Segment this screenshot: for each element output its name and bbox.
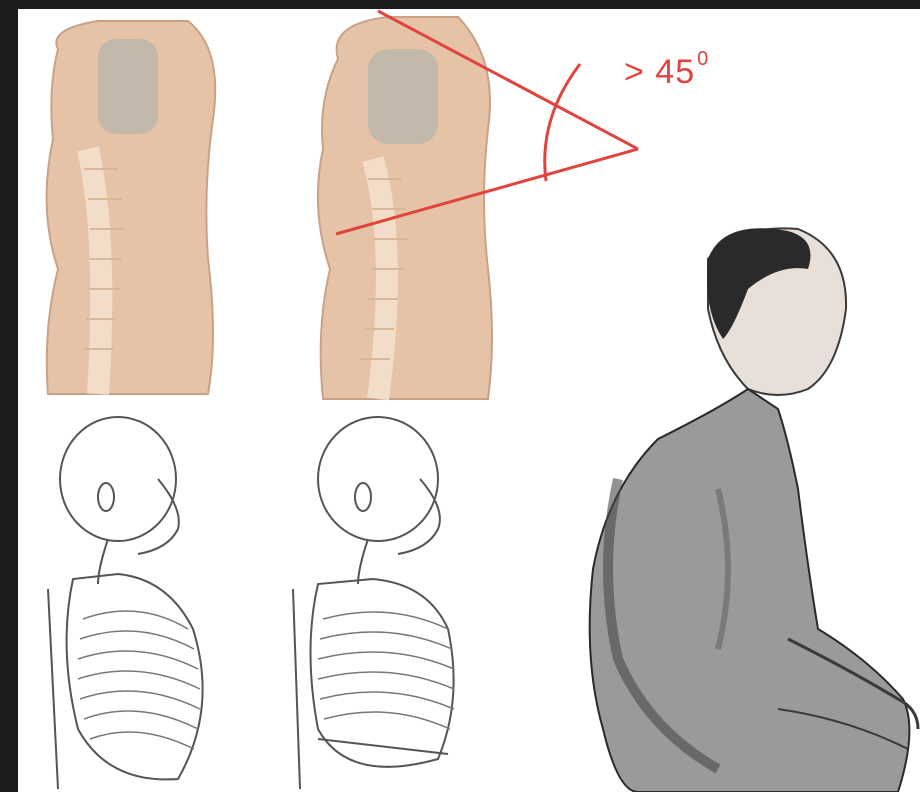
angle-arc — [545, 64, 580, 181]
barrel-chest-sketch — [48, 417, 203, 789]
normal-chest-sketch — [293, 417, 454, 789]
elderly-man-illustration — [590, 228, 918, 792]
spine-illustration — [47, 21, 216, 394]
angle-unit: 0 — [697, 48, 709, 70]
kyphosis-illustration — [318, 11, 638, 399]
angle-value: > 45 — [624, 53, 695, 91]
figure-canvas — [18, 9, 920, 792]
